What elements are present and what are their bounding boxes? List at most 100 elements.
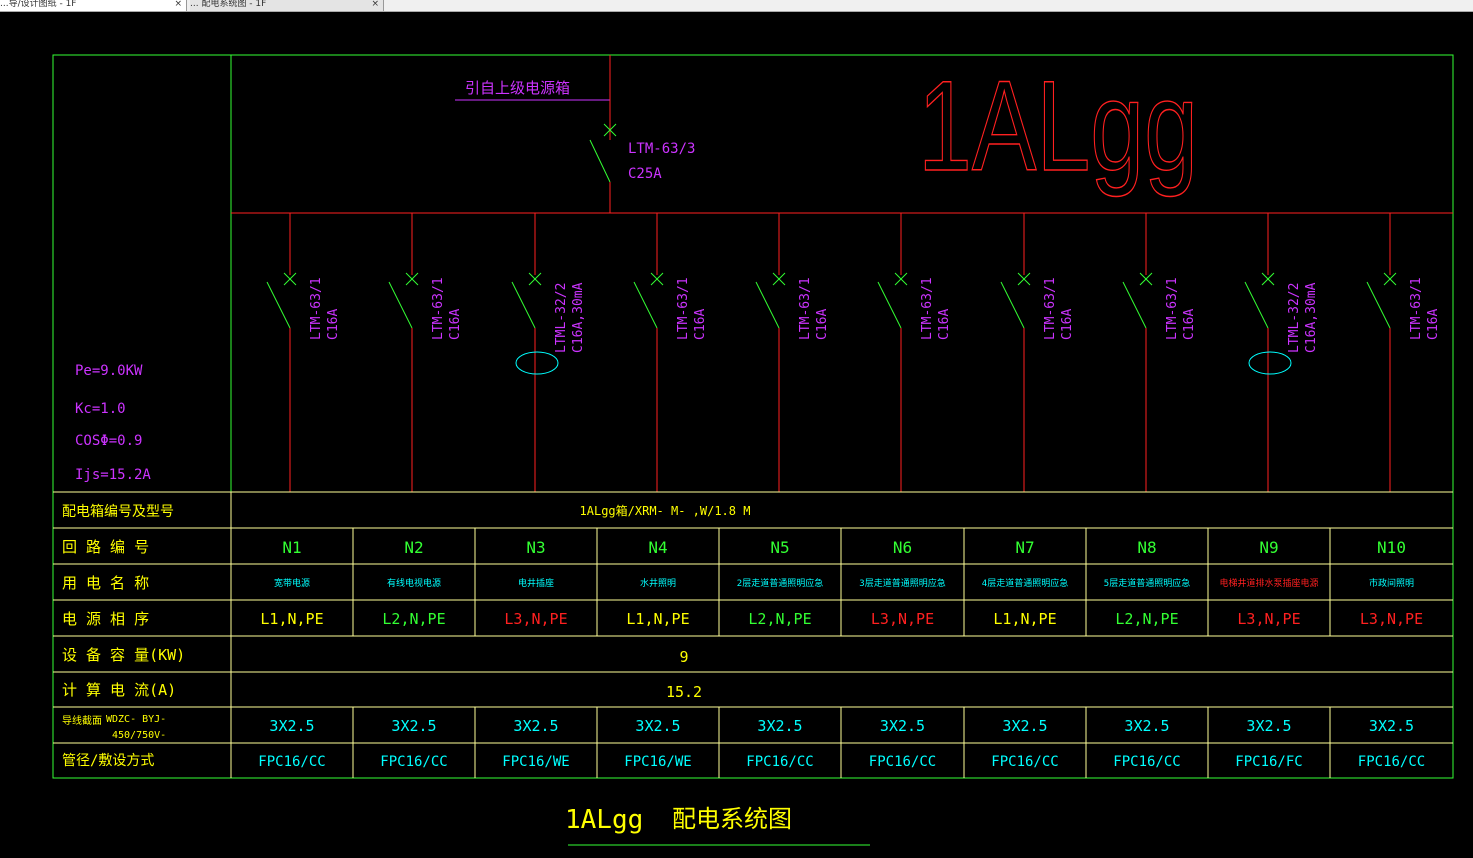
cell-phase: L3,N,PE <box>504 610 567 628</box>
cell-phase: L1,N,PE <box>260 610 323 628</box>
cell-conduit: FPC16/WE <box>624 754 691 770</box>
cell-circuit: N4 <box>648 538 667 557</box>
cell-circuit: N7 <box>1015 538 1034 557</box>
document-tab-1[interactable]: ...导/设计图纸 - 1F × <box>0 0 187 11</box>
breaker-rating: C16A <box>1426 309 1441 340</box>
cell-conduit: FPC16/FC <box>1235 754 1302 770</box>
tab-label: ... 配电系统图 - 1F <box>190 0 267 9</box>
document-tab-2[interactable]: ... 配电系统图 - 1F × <box>190 0 384 11</box>
breaker-switch <box>633 281 658 329</box>
breaker-rating: C16A <box>937 309 952 340</box>
breaker-switch <box>1122 281 1147 329</box>
label-wire-c: 450/750V- <box>112 730 166 741</box>
label-circuit: 回 路 编 号 <box>62 538 149 556</box>
cell-usage: 有线电视电源 <box>387 577 441 589</box>
cell-wire: 3X2.5 <box>880 717 925 735</box>
tab-label: ...导/设计图纸 - 1F <box>0 0 77 9</box>
breaker-model: LTM-63/1 <box>1043 277 1058 340</box>
cell-usage: 宽带电源 <box>274 577 310 589</box>
rcd-ring-icon <box>515 351 559 375</box>
breaker-switch <box>877 281 902 329</box>
cell-circuit: N10 <box>1377 538 1406 557</box>
breaker-rating: C16A,30mA <box>1304 282 1319 353</box>
cell-usage: 电井插座 <box>518 577 554 589</box>
rcd-ring-icon <box>1248 351 1292 375</box>
cell-usage: 5层走道普通照明应急 <box>1104 577 1190 589</box>
close-icon[interactable]: × <box>371 0 379 9</box>
current-value: 15.2 <box>666 683 702 701</box>
cell-usage: 2层走道普通照明应急 <box>737 577 823 589</box>
label-box: 配电箱编号及型号 <box>62 504 174 520</box>
cell-phase: L3,N,PE <box>1360 610 1423 628</box>
breaker-switch <box>755 281 780 329</box>
breaker-rating: C16A <box>448 309 463 340</box>
breaker-switch <box>1000 281 1025 329</box>
cell-usage: 电梯井道排水泵插座电源 <box>1219 577 1318 589</box>
param-cos: COSΦ=0.9 <box>75 433 142 449</box>
breaker-switch <box>1244 281 1269 329</box>
cell-usage: 3层走道普通照明应急 <box>859 577 945 589</box>
breaker-model: LTM-63/1 <box>798 277 813 340</box>
cell-conduit: FPC16/CC <box>258 754 325 770</box>
cell-wire: 3X2.5 <box>1124 717 1169 735</box>
cell-phase: L1,N,PE <box>993 610 1056 628</box>
breaker-model: LTML-32/2 <box>554 283 569 353</box>
close-icon[interactable]: × <box>174 0 182 9</box>
main-breaker-rating: C25A <box>628 166 662 182</box>
breaker-model: LTM-63/1 <box>431 277 446 340</box>
breaker-rating: C16A <box>693 309 708 340</box>
param-pe: Pe=9.0KW <box>75 363 143 379</box>
param-ijs: Ijs=15.2A <box>75 467 151 483</box>
breaker-switch <box>1366 281 1391 329</box>
cell-wire: 3X2.5 <box>269 717 314 735</box>
panel-id-title: 1ALgg <box>918 55 1198 198</box>
cell-wire: 3X2.5 <box>391 717 436 735</box>
cell-wire: 3X2.5 <box>635 717 680 735</box>
cell-phase: L3,N,PE <box>871 610 934 628</box>
breaker-switch <box>266 281 291 329</box>
footer-title: 配电系统图 <box>672 805 792 833</box>
cell-phase: L2,N,PE <box>748 610 811 628</box>
breaker-rating: C16A <box>326 309 341 340</box>
cell-circuit: N9 <box>1259 538 1278 557</box>
breaker-switch <box>511 281 536 329</box>
breaker-model: LTM-63/1 <box>1165 277 1180 340</box>
cell-circuit: N3 <box>526 538 545 557</box>
outer-frame <box>52 54 1454 779</box>
cell-conduit: FPC16/CC <box>1113 754 1180 770</box>
breaker-rating: C16A,30mA <box>571 282 586 353</box>
capacity-value: 9 <box>679 648 688 666</box>
cell-circuit: N8 <box>1137 538 1156 557</box>
table-grid <box>53 491 1453 778</box>
main-breaker-model: LTM-63/3 <box>628 141 695 157</box>
cell-circuit: N1 <box>282 538 301 557</box>
cell-usage: 市政间照明 <box>1369 577 1414 589</box>
main-breaker-switch <box>589 139 611 183</box>
param-kc: Kc=1.0 <box>75 401 126 417</box>
label-wire-a: 导线截面 <box>62 714 102 727</box>
breaker-switch <box>388 281 413 329</box>
box-value: 1ALgg箱/XRM- M- ,W/1.8 M <box>580 503 751 518</box>
breaker-rating: C16A <box>815 309 830 340</box>
cell-conduit: FPC16/CC <box>869 754 936 770</box>
breaker-model: LTML-32/2 <box>1287 283 1302 353</box>
label-wire-b: WDZC- BYJ- <box>106 714 166 725</box>
cell-phase: L2,N,PE <box>382 610 445 628</box>
breaker-rating: C16A <box>1060 309 1075 340</box>
label-phase: 电 源 相 序 <box>62 610 149 628</box>
cell-circuit: N2 <box>404 538 423 557</box>
cell-wire: 3X2.5 <box>1002 717 1047 735</box>
cell-wire: 3X2.5 <box>1369 717 1414 735</box>
cell-phase: L3,N,PE <box>1237 610 1300 628</box>
label-capacity: 设 备 容 量(KW) <box>62 646 185 664</box>
